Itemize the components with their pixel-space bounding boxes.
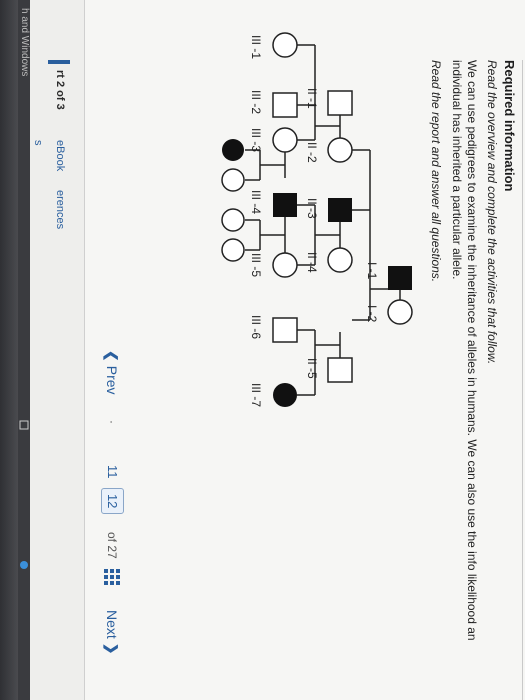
taskbar: h and Windows <box>18 0 30 700</box>
taskbar-search-text[interactable]: h and Windows <box>19 8 30 77</box>
pedigree-label: III -4 <box>249 190 263 214</box>
male-symbol <box>327 357 353 383</box>
next-label: Next <box>104 610 120 639</box>
pedigree-label: III -3 <box>249 128 263 152</box>
affected-male-symbol <box>328 198 352 222</box>
page-link-11[interactable]: 11 <box>105 465 120 479</box>
pedigree-label: II -4 <box>305 252 319 273</box>
pedigree-label: III -5 <box>249 253 263 277</box>
female-symbol <box>272 127 298 153</box>
female-symbol <box>221 238 245 262</box>
references-link[interactable]: erences <box>54 190 66 230</box>
pedigree-label: III -7 <box>249 383 263 407</box>
photo-bezel-left <box>0 0 18 700</box>
main-content: Required information Read the overview a… <box>85 0 525 700</box>
page-link-12[interactable]: 12 <box>101 487 124 515</box>
female-symbol <box>221 168 245 192</box>
female-symbol <box>272 32 298 58</box>
male-symbol <box>327 90 353 116</box>
pedigree-label: II -3 <box>305 198 319 219</box>
window-icon[interactable] <box>19 420 29 430</box>
active-indicator <box>48 60 70 64</box>
pedigree-label: I -2 <box>365 305 379 323</box>
next-button[interactable]: Next ❯ <box>103 610 120 655</box>
affected-male-symbol <box>388 266 412 290</box>
pedigree-label: II -1 <box>305 88 319 109</box>
pagination-bar: ❮ Prev · 11 12 of 27 Next ❯ <box>90 0 130 700</box>
part-indicator: rt 2 of 3 <box>54 70 66 110</box>
affected-male-symbol <box>273 193 297 217</box>
female-symbol <box>272 252 298 278</box>
affected-female-symbol <box>273 383 297 407</box>
female-symbol <box>221 208 245 232</box>
male-symbol <box>272 317 298 343</box>
pedigree-label: II -5 <box>305 358 319 379</box>
ebook-link[interactable]: eBook <box>54 140 66 172</box>
instruction-text: Read the report and answer all questions… <box>429 60 443 283</box>
pedigree-label: II -2 <box>305 142 319 163</box>
pedigree-label: III -6 <box>249 315 263 339</box>
page-total: of 27 <box>105 532 119 559</box>
affected-female-symbol <box>222 139 244 161</box>
browser-icon[interactable] <box>19 560 29 570</box>
female-symbol <box>327 137 353 163</box>
page-strip: 11 12 <box>98 460 124 515</box>
chevron-left-icon: ❮ <box>104 350 120 362</box>
grid-icon[interactable] <box>103 568 121 586</box>
pedigree-label: I -1 <box>365 262 379 280</box>
divider <box>522 60 523 700</box>
section-title: Required information <box>502 60 517 192</box>
separator-dot: · <box>105 420 119 424</box>
intro-text: We can use pedigrees to examine the inhe… <box>450 60 479 641</box>
pedigree-label: III -2 <box>249 90 263 114</box>
female-symbol <box>387 299 413 325</box>
pedigree-label: III -1 <box>249 35 263 59</box>
screen: Required information Read the overview a… <box>18 0 525 700</box>
pedigree-chart: I -1 I -2 II -1 II -2 II -3 II -4 II -5 … <box>221 32 413 407</box>
prev-button[interactable]: ❮ Prev <box>103 350 120 395</box>
prev-label: Prev <box>104 365 120 395</box>
sidebar-item-fragment[interactable]: s <box>32 140 44 146</box>
screen-stage: Required information Read the overview a… <box>18 0 525 700</box>
male-symbol <box>272 92 298 118</box>
chevron-right-icon: ❯ <box>104 642 120 655</box>
female-symbol <box>327 247 353 273</box>
overview-text: Read the overview and complete the activ… <box>485 60 499 365</box>
